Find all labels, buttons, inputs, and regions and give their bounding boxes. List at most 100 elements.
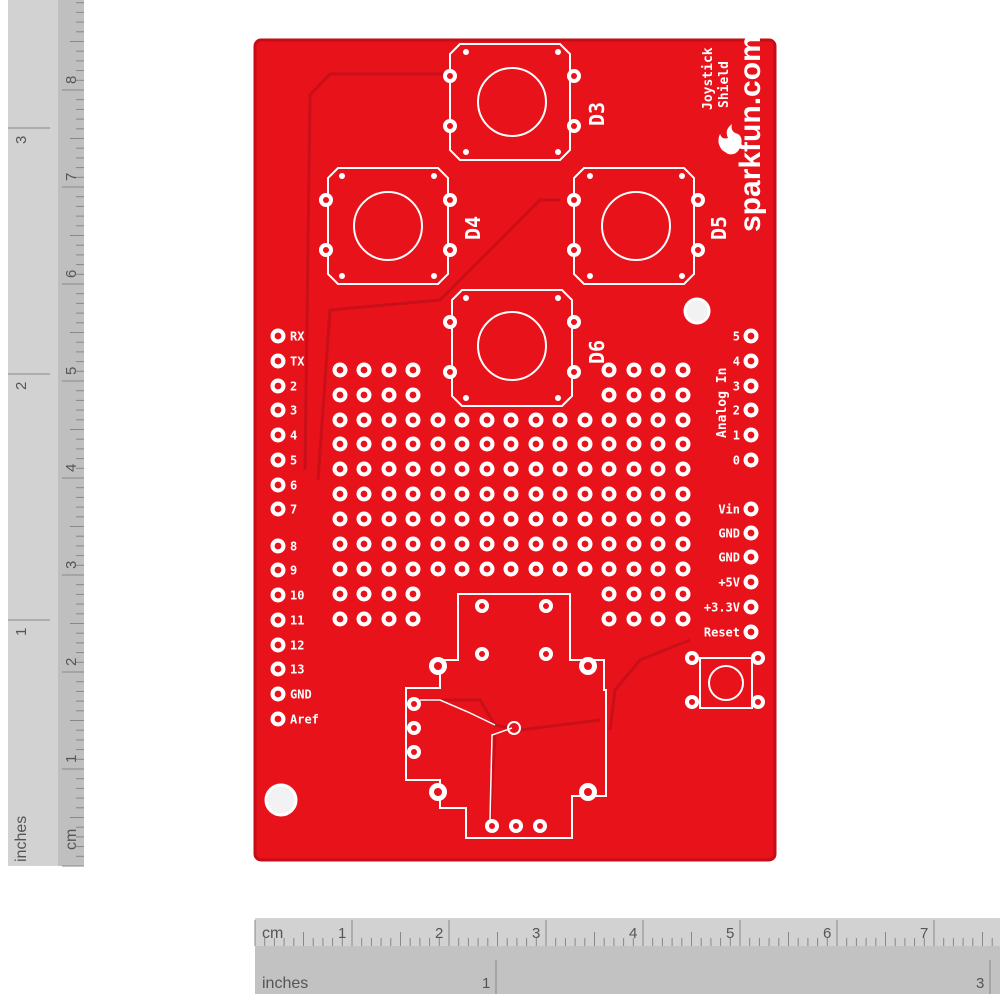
header-pin-label: 12 (290, 639, 304, 653)
power-pin-label: +5V (718, 576, 740, 590)
header-pin-label: GND (290, 688, 312, 702)
joystick-footprint (405, 593, 607, 839)
proto-hole (479, 511, 495, 527)
proto-hole (454, 536, 470, 552)
power-pin-label: Vin (718, 503, 740, 517)
header-pin-pad (270, 562, 286, 578)
ruler-cm-label: 1 (63, 755, 80, 763)
header-pin-pad (270, 501, 286, 517)
proto-hole (381, 511, 397, 527)
proto-hole (601, 586, 617, 602)
proto-hole (356, 536, 372, 552)
header-pin-label: TX (290, 355, 305, 369)
header-pin-label: Aref (290, 713, 319, 727)
ruler-inch-label: 2 (13, 382, 30, 390)
left-cm-tick-marks (62, 2, 84, 867)
button-footprint-d5: D5 (567, 167, 731, 285)
proto-hole (356, 362, 372, 378)
proto-hole (454, 436, 470, 452)
ruler-cm-label: 2 (63, 658, 80, 666)
proto-hole (577, 561, 593, 577)
proto-hole (650, 362, 666, 378)
proto-hole (356, 511, 372, 527)
proto-hole (650, 412, 666, 428)
proto-hole (479, 561, 495, 577)
prototype-hole-grid (332, 362, 691, 627)
proto-hole (503, 511, 519, 527)
power-pin-label: +3.3V (704, 601, 740, 615)
proto-hole (356, 486, 372, 502)
proto-hole (503, 561, 519, 577)
proto-hole (650, 586, 666, 602)
power-pin-pad (743, 549, 759, 565)
ruler-inch-label: 1 (13, 628, 30, 636)
proto-hole (454, 511, 470, 527)
proto-hole (650, 536, 666, 552)
proto-hole (675, 387, 691, 403)
proto-hole (528, 436, 544, 452)
proto-hole (405, 412, 421, 428)
power-pin-label: Reset (704, 626, 740, 640)
proto-hole (332, 536, 348, 552)
proto-hole (356, 461, 372, 477)
proto-hole (503, 412, 519, 428)
proto-hole (405, 586, 421, 602)
proto-hole (381, 611, 397, 627)
proto-hole (626, 561, 642, 577)
proto-hole (650, 486, 666, 502)
proto-hole (332, 436, 348, 452)
analog-pin-label: 1 (733, 429, 740, 443)
reset-button-footprint (685, 651, 765, 709)
proto-hole (626, 511, 642, 527)
proto-hole (332, 486, 348, 502)
pcb-board: D3 D4 D5 (253, 35, 777, 862)
product-name-line2: Shield (717, 61, 732, 108)
label-d3: D3 (585, 102, 609, 126)
proto-hole (332, 362, 348, 378)
analog-pin-pad (743, 427, 759, 443)
proto-hole (332, 387, 348, 403)
power-pin-pad (743, 599, 759, 615)
proto-hole (356, 436, 372, 452)
proto-hole (601, 536, 617, 552)
ruler-cm-label: 4 (629, 925, 637, 942)
header-pin-pad (270, 378, 286, 394)
analog-in-label: Analog In (715, 368, 730, 438)
proto-hole (675, 561, 691, 577)
proto-hole (650, 561, 666, 577)
proto-hole (552, 461, 568, 477)
header-pin-label: 10 (290, 589, 304, 603)
header-pin-label: 8 (290, 540, 297, 554)
button-footprint-d6: D6 (443, 289, 609, 407)
label-d6: D6 (585, 340, 609, 364)
proto-hole (675, 486, 691, 502)
ruler-inch-label: 3 (13, 136, 30, 144)
proto-hole (626, 486, 642, 502)
proto-hole (675, 362, 691, 378)
ruler-cm-label: 5 (726, 925, 734, 942)
proto-hole (675, 511, 691, 527)
power-pin-pad (743, 574, 759, 590)
ruler-cm-label: 3 (532, 925, 540, 942)
proto-hole (381, 561, 397, 577)
mounting-hole (264, 783, 298, 817)
proto-hole (356, 412, 372, 428)
proto-hole (675, 586, 691, 602)
proto-hole (430, 461, 446, 477)
bottom-cm-unit: cm (262, 925, 283, 942)
header-pin-label: 9 (290, 564, 297, 578)
analog-pin-pad (743, 452, 759, 468)
proto-hole (552, 561, 568, 577)
ruler-cm-label: 4 (63, 464, 80, 472)
proto-hole (577, 461, 593, 477)
button-footprint-d3: D3 (443, 43, 609, 161)
proto-hole (381, 387, 397, 403)
header-pin-label: 4 (290, 429, 297, 443)
proto-hole (405, 436, 421, 452)
proto-hole (650, 461, 666, 477)
power-pin-pad (743, 624, 759, 640)
header-pin-pad (270, 637, 286, 653)
